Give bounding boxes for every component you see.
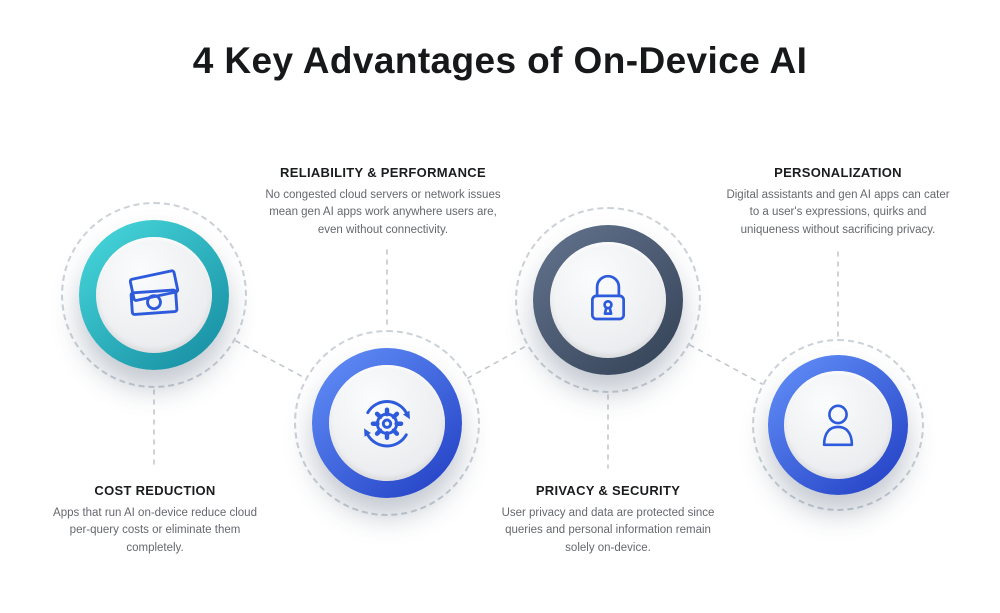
cost-reduction-ring bbox=[79, 220, 229, 370]
privacy-security-node bbox=[515, 207, 701, 393]
privacy-security-label: PRIVACY & SECURITY User privacy and data… bbox=[494, 483, 722, 557]
connector-cost-reliability bbox=[235, 340, 306, 379]
section-heading: COST REDUCTION bbox=[94, 483, 216, 498]
reliability-performance-ring bbox=[312, 348, 462, 498]
privacy-security-ring bbox=[533, 225, 683, 375]
personalization-label: PERSONALIZATION Digital assistants and g… bbox=[722, 165, 954, 239]
section-body: Digital assistants and gen AI apps can c… bbox=[726, 189, 950, 236]
icon-disc bbox=[329, 365, 445, 481]
section-body: User privacy and data are protected sinc… bbox=[501, 507, 715, 554]
personalization-node bbox=[752, 339, 924, 511]
icon-disc bbox=[784, 371, 892, 479]
person-icon bbox=[822, 404, 854, 447]
dashed-ring bbox=[61, 202, 247, 388]
section-body: No congested cloud servers or network is… bbox=[265, 189, 501, 236]
cost-reduction-label: COST REDUCTION Apps that run AI on-devic… bbox=[52, 483, 258, 557]
cost-reduction-node bbox=[61, 202, 247, 388]
icon-disc bbox=[550, 242, 666, 358]
connector-reliability-privacy bbox=[467, 344, 529, 379]
dashed-ring bbox=[515, 207, 701, 393]
dashed-ring bbox=[752, 339, 924, 511]
gear-refresh-icon bbox=[364, 400, 410, 448]
section-heading: PRIVACY & SECURITY bbox=[535, 483, 681, 498]
section-body: Apps that run AI on-device reduce cloud … bbox=[53, 507, 257, 554]
personalization-ring bbox=[768, 355, 908, 495]
icon-disc bbox=[96, 237, 212, 353]
reliability-performance-label: RELIABILITY & PERFORMANCE No congested c… bbox=[262, 165, 504, 239]
page-title: 4 Key Advantages of On-Device AI bbox=[192, 40, 808, 81]
padlock-icon bbox=[591, 274, 625, 321]
section-heading: RELIABILITY & PERFORMANCE bbox=[280, 165, 486, 180]
dashed-ring bbox=[294, 330, 480, 516]
banknotes-icon bbox=[128, 269, 180, 316]
section-heading: PERSONALIZATION bbox=[774, 165, 902, 180]
connector-privacy-personalization bbox=[689, 344, 763, 385]
reliability-performance-node bbox=[294, 330, 480, 516]
